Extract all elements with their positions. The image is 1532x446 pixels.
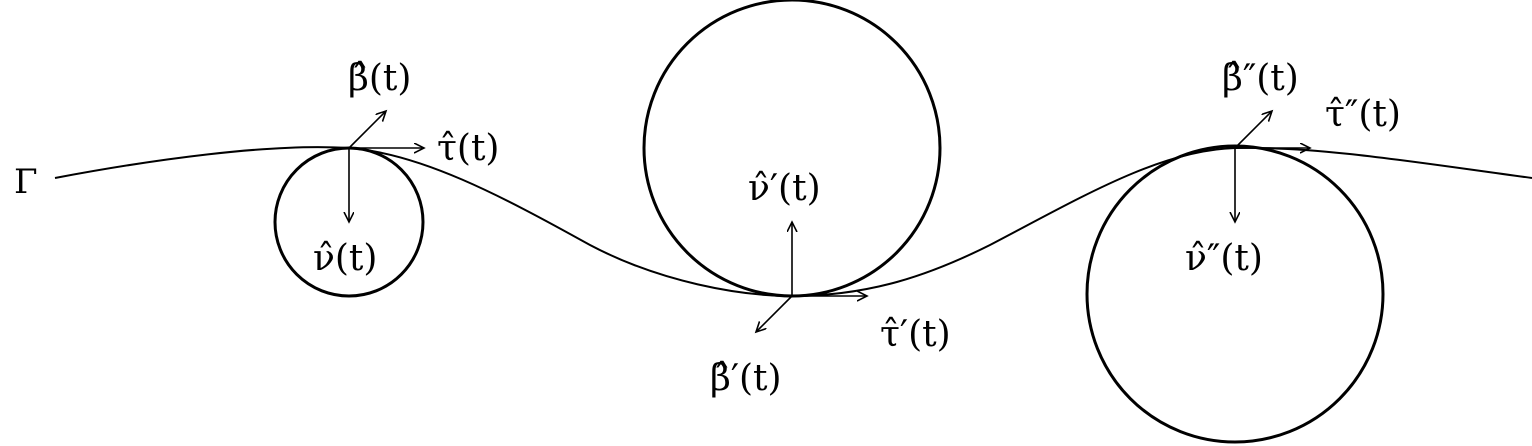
frame-point-1: τ̂′(t) ν̂′(t) β̂′(t) bbox=[710, 168, 951, 399]
normal-label: ν̂″(t) bbox=[1185, 238, 1263, 279]
binormal-label: β̂″(t) bbox=[1222, 58, 1299, 99]
binormal-vector bbox=[1234, 111, 1272, 149]
normal-label: ν̂(t) bbox=[313, 238, 377, 279]
binormal-label: β̂′(t) bbox=[710, 358, 782, 399]
tangent-label: τ̂′(t) bbox=[880, 314, 951, 355]
frame-point-2: τ̂″(t) ν̂″(t) β̂″(t) bbox=[1185, 58, 1401, 279]
binormal-label: β̂(t) bbox=[348, 58, 411, 99]
curve-label: Γ bbox=[14, 162, 38, 202]
binormal-vector bbox=[756, 295, 793, 332]
frame-point-0: τ̂(t) ν̂(t) β̂(t) bbox=[313, 58, 499, 279]
binormal-vector bbox=[348, 111, 386, 149]
tangent-label: τ̂″(t) bbox=[1325, 94, 1401, 135]
tangent-label: τ̂(t) bbox=[437, 128, 499, 169]
normal-label: ν̂′(t) bbox=[748, 168, 821, 209]
osculating-circle-large bbox=[1085, 144, 1385, 444]
